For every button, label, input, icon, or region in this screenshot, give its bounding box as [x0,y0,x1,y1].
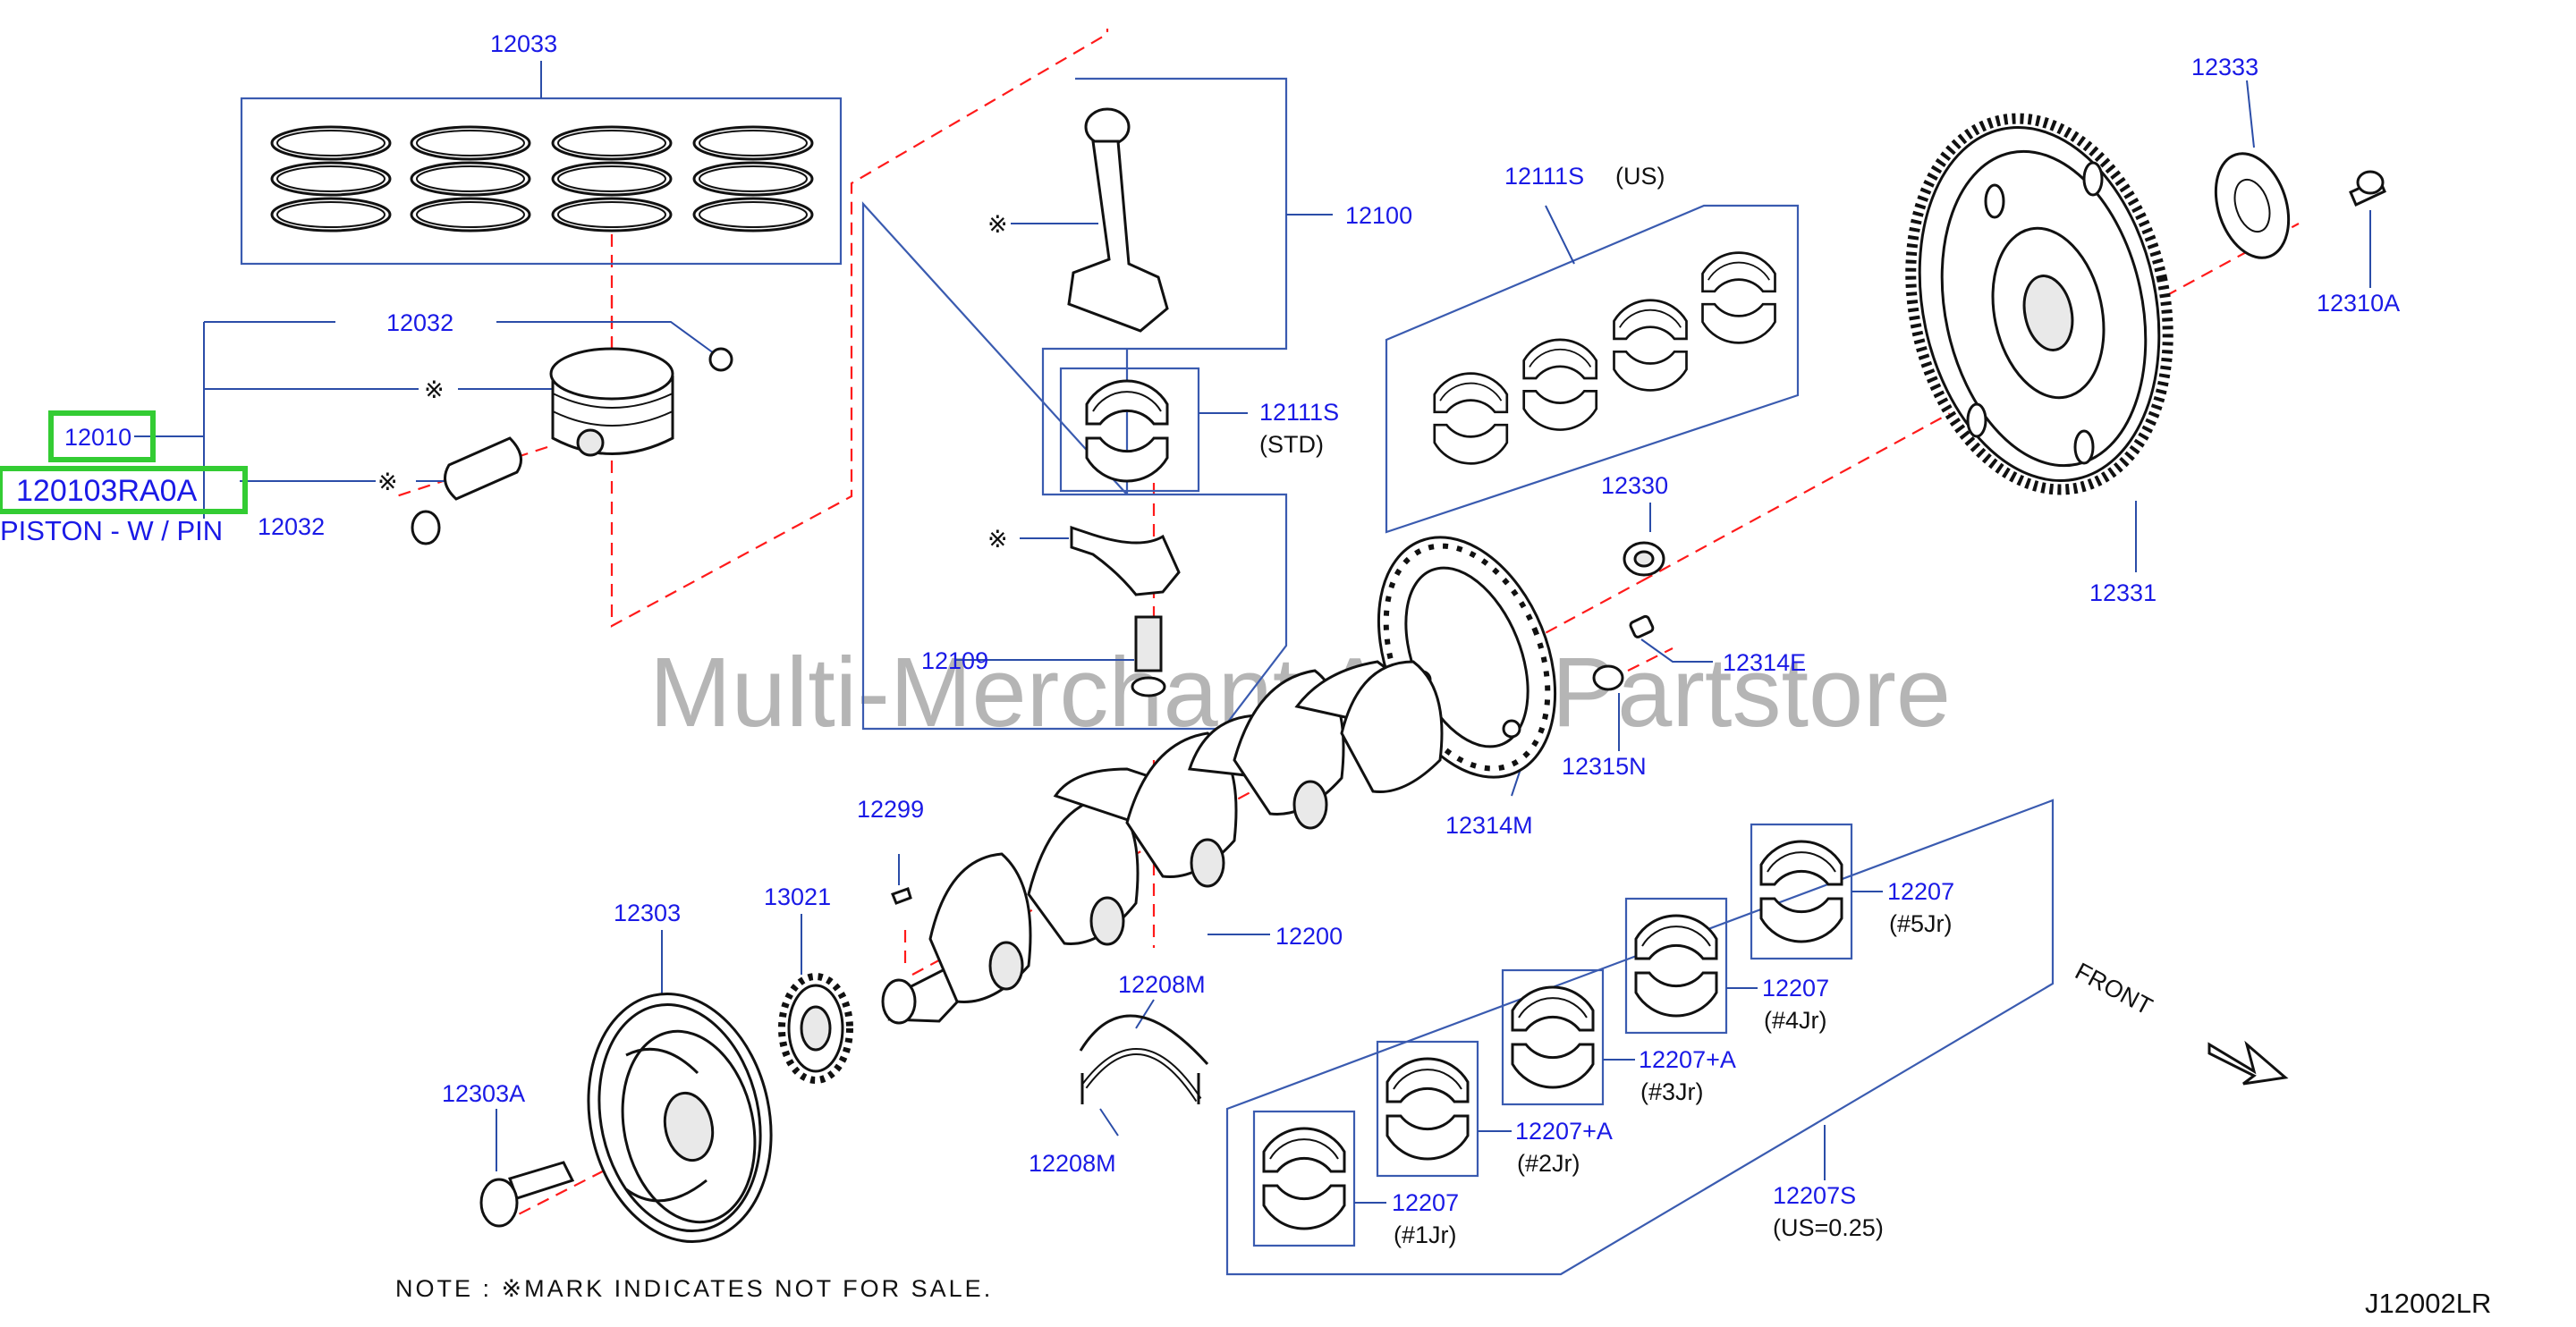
std-size-text: (STD) [1259,431,1324,458]
callout-12207S[interactable]: 12207S [1773,1182,1856,1209]
callout-12207-jr1[interactable]: 12207 [1392,1189,1459,1216]
callout-12333[interactable]: 12333 [2191,54,2258,80]
callout-12207-jr5[interactable]: 12207 [1887,878,1954,905]
leader-lines [134,61,2371,1204]
main-bearing-5 [1759,840,1843,943]
callout-12331[interactable]: 12331 [2089,579,2157,606]
callout-12111S-us[interactable]: 12111S [1504,163,1584,190]
callout-12200[interactable]: 12200 [1275,923,1343,950]
journal-1-text: (#1Jr) [1394,1221,1457,1248]
callout-12208M-bottom[interactable]: 12208M [1029,1150,1116,1177]
piston-description: PISTON - W / PIN [0,515,223,546]
callout-12207A-jr2[interactable]: 12207+A [1515,1118,1613,1145]
diagram-code: J12002LR [2365,1288,2491,1319]
not-for-sale-mark-rod: ※ [987,211,1008,238]
callout-12100[interactable]: 12100 [1345,202,1412,229]
callout-12303A[interactable]: 12303A [442,1080,525,1107]
highlight-12010 [48,410,156,462]
main-bearing-4 [1634,914,1718,1018]
not-for-sale-mark-pin: ※ [377,469,398,495]
footnote: NOTE : ※MARK INDICATES NOT FOR SALE. [395,1275,993,1302]
piston-drawing [549,347,733,457]
woodruff-key-drawing [891,887,912,905]
crankshaft-drawing [881,660,1444,1025]
pilot-bushing-drawing [1623,541,1665,577]
thrust-washer-drawing [1079,1014,1209,1104]
callout-12315N[interactable]: 12315N [1562,753,1647,780]
callout-12330[interactable]: 12330 [1601,472,1668,499]
piston-ring-set [270,125,814,232]
not-for-sale-mark-piston: ※ [424,376,445,403]
drive-plate-bolt-drawing [2349,170,2386,207]
crank-pulley-drawing [587,992,773,1244]
signal-plate-bolt-drawing [1592,664,1624,691]
callout-12111S-std[interactable]: 12111S [1259,399,1339,426]
callout-12314M[interactable]: 12314M [1445,812,1533,839]
dowel-pin-drawing [1629,614,1655,638]
callout-12314E[interactable]: 12314E [1723,649,1806,676]
callout-12303[interactable]: 12303 [614,900,681,926]
callout-12299[interactable]: 12299 [857,796,924,823]
journal-3-text: (#3Jr) [1640,1078,1704,1105]
journal-2-text: (#2Jr) [1517,1150,1580,1177]
callout-12010[interactable]: 12010 [64,424,131,451]
drive-plate-drawing [1905,113,2174,495]
main-bearing-2 [1385,1057,1470,1161]
main-bearing-1 [1262,1127,1346,1230]
callout-12310A[interactable]: 12310A [2317,290,2400,317]
pulley-bolt-drawing [479,1161,575,1228]
main-bearing-3 [1511,985,1595,1089]
connecting-rod-drawing [1067,107,1181,697]
callout-12207A-jr3[interactable]: 12207+A [1639,1046,1736,1073]
callout-12208M-top[interactable]: 12208M [1118,971,1206,998]
us-025-text: (US=0.25) [1773,1214,1884,1241]
front-label: FRONT [2071,958,2157,1020]
front-arrow-icon [2207,1040,2289,1086]
journal-5-text: (#5Jr) [1889,910,1953,937]
conrod-bearing-us-set [1433,251,1776,465]
callout-13021[interactable]: 13021 [764,883,831,910]
callout-12033[interactable]: 12033 [490,30,557,57]
callout-12109[interactable]: 12109 [921,647,988,674]
callout-120103RA0A[interactable]: 120103RA0A [16,474,198,508]
reinforcement-plate-drawing [2214,152,2291,259]
not-for-sale-mark-cap: ※ [987,526,1008,553]
callout-12032-clip[interactable]: 12032 [386,309,453,336]
highlight-120103RA0A [0,466,248,514]
journal-4-text: (#4Jr) [1764,1007,1827,1034]
callout-12032-clip-lower[interactable]: 12032 [258,513,325,540]
crankshaft-sprocket-drawing [778,973,853,1084]
callout-12207-jr4[interactable]: 12207 [1762,975,1829,1002]
piston-pin-drawing [411,436,522,545]
us-size-text: (US) [1615,163,1665,190]
